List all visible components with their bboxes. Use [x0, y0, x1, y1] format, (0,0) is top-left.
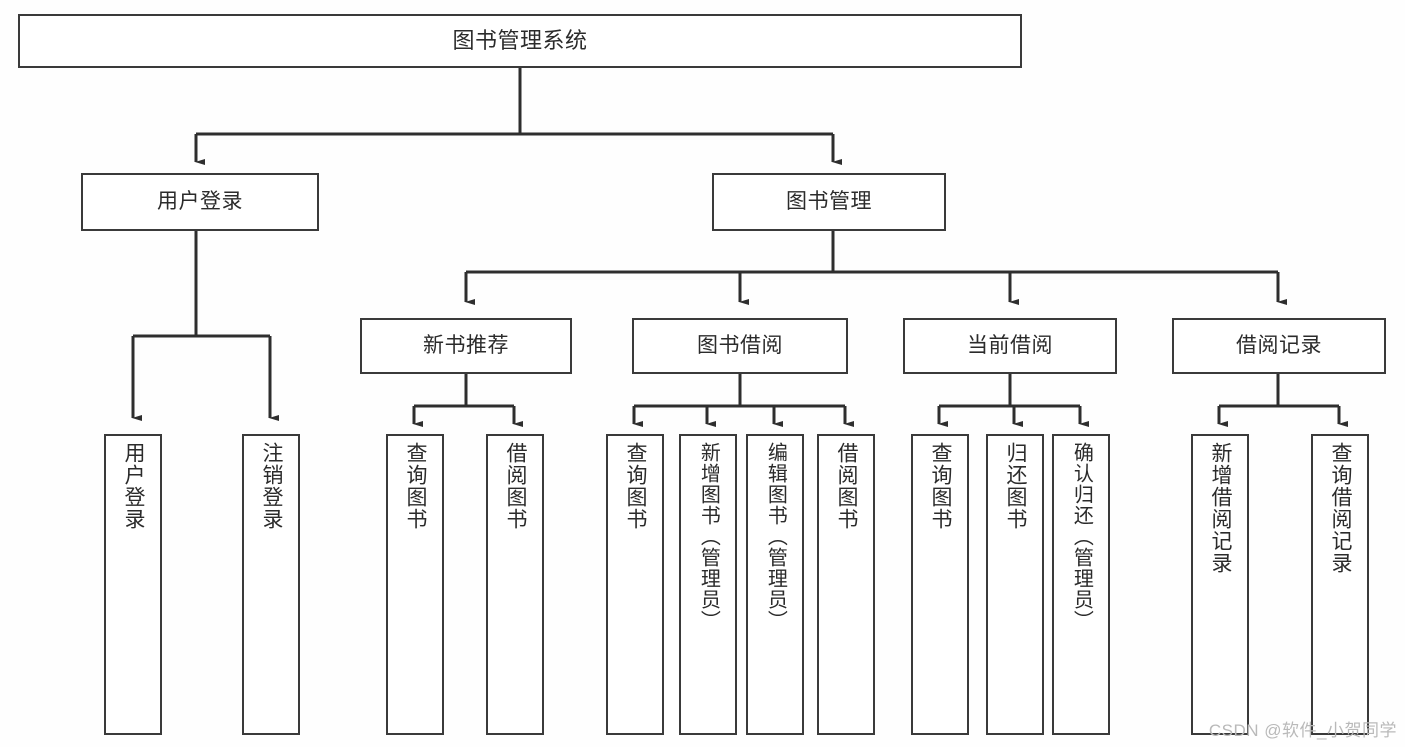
- leaf-book-borrow-edit-book-admin[interactable]: 编辑图书（管理员）: [746, 434, 804, 735]
- leaf-borrow-record-query-record[interactable]: 查询借阅记录: [1311, 434, 1369, 735]
- leaf-label: 查询图书: [928, 442, 952, 530]
- leaf-label: 注销登录: [259, 442, 283, 530]
- leaf-label: 编辑图书（管理员）: [764, 442, 787, 631]
- csdn-watermark: CSDN @软件_小贺同学: [1208, 721, 1397, 740]
- leaf-current-borrow-confirm-return-admin[interactable]: 确认归还（管理员）: [1052, 434, 1110, 735]
- node-current-borrow-label: 当前借阅: [967, 334, 1053, 358]
- node-borrow-record-label: 借阅记录: [1236, 334, 1322, 358]
- node-book-borrow[interactable]: 图书借阅: [632, 318, 848, 374]
- leaf-new-book-query-book[interactable]: 查询图书: [386, 434, 444, 735]
- leaf-label: 用户登录: [121, 442, 145, 530]
- leaf-borrow-record-add-record[interactable]: 新增借阅记录: [1191, 434, 1249, 735]
- node-new-book-recommend[interactable]: 新书推荐: [360, 318, 572, 374]
- leaf-label: 新增借阅记录: [1208, 442, 1232, 574]
- leaf-new-book-borrow-book[interactable]: 借阅图书: [486, 434, 544, 735]
- leaf-book-borrow-borrow-book[interactable]: 借阅图书: [817, 434, 875, 735]
- leaf-label: 查询图书: [623, 442, 647, 530]
- leaf-label: 查询图书: [403, 442, 427, 530]
- node-borrow-record[interactable]: 借阅记录: [1172, 318, 1386, 374]
- node-new-book-recommend-label: 新书推荐: [423, 334, 509, 358]
- leaf-current-borrow-return-book[interactable]: 归还图书: [986, 434, 1044, 735]
- node-current-borrow[interactable]: 当前借阅: [903, 318, 1117, 374]
- node-user-login-label: 用户登录: [157, 190, 243, 214]
- leaf-label: 借阅图书: [503, 442, 527, 530]
- leaf-user-login-logout[interactable]: 注销登录: [242, 434, 300, 735]
- leaf-label: 查询借阅记录: [1328, 442, 1352, 574]
- leaf-label: 归还图书: [1003, 442, 1027, 530]
- node-book-borrow-label: 图书借阅: [697, 334, 783, 358]
- node-user-login[interactable]: 用户登录: [81, 173, 319, 231]
- leaf-label: 确认归还（管理员）: [1070, 442, 1093, 631]
- leaf-label: 新增图书（管理员）: [697, 442, 720, 631]
- node-root-label: 图书管理系统: [452, 28, 588, 54]
- node-book-management[interactable]: 图书管理: [712, 173, 946, 231]
- leaf-user-login-do-login[interactable]: 用户登录: [104, 434, 162, 735]
- node-book-management-label: 图书管理: [786, 190, 872, 214]
- leaf-label: 借阅图书: [834, 442, 858, 530]
- leaf-current-borrow-query-book[interactable]: 查询图书: [911, 434, 969, 735]
- leaf-book-borrow-add-book-admin[interactable]: 新增图书（管理员）: [679, 434, 737, 735]
- leaf-book-borrow-query-book[interactable]: 查询图书: [606, 434, 664, 735]
- node-root[interactable]: 图书管理系统: [18, 14, 1022, 68]
